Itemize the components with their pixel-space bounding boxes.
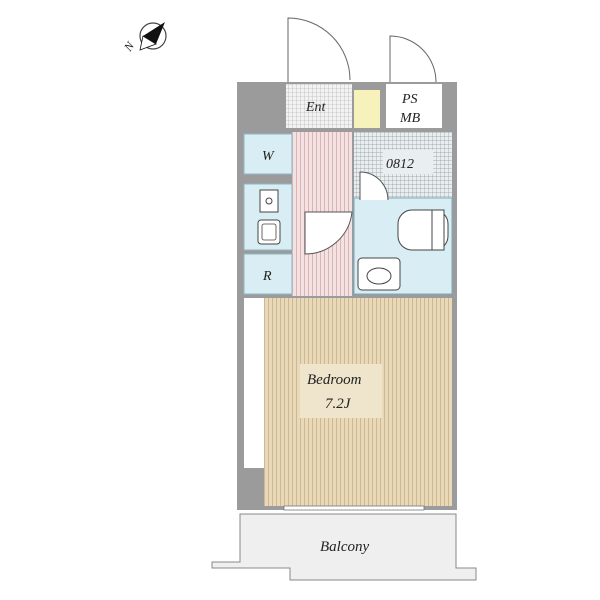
bath-door — [359, 171, 389, 201]
washer-label: W — [262, 149, 275, 164]
compass-needle-icon — [143, 22, 165, 44]
bath-unit-label: 0812 — [386, 157, 414, 172]
entrance-area — [286, 84, 352, 128]
compass-letter: N — [120, 38, 137, 54]
entrance-door — [287, 17, 437, 84]
ps-mb-room — [386, 84, 442, 128]
shoe-cabinet — [354, 90, 380, 128]
compass: N — [120, 22, 167, 55]
washer-space — [243, 133, 293, 175]
bedroom-size-label: 7.2J — [325, 396, 352, 412]
ps-label: PS — [401, 92, 418, 107]
balcony-window — [283, 505, 425, 511]
refrigerator-label: R — [262, 269, 272, 284]
washbasin-icon — [357, 257, 401, 291]
refrigerator-space — [243, 253, 293, 295]
entrance-label: Ent — [305, 100, 327, 115]
mb-label: MB — [399, 111, 421, 126]
balcony-floor — [211, 513, 477, 581]
corridor-door — [304, 211, 353, 255]
bedroom-name-label: Bedroom — [307, 372, 362, 388]
stove-icon — [259, 189, 279, 213]
compass-ring-icon — [139, 22, 167, 50]
closet-strip — [244, 298, 264, 468]
sink-icon — [257, 219, 281, 245]
balcony-label: Balcony — [320, 539, 369, 555]
